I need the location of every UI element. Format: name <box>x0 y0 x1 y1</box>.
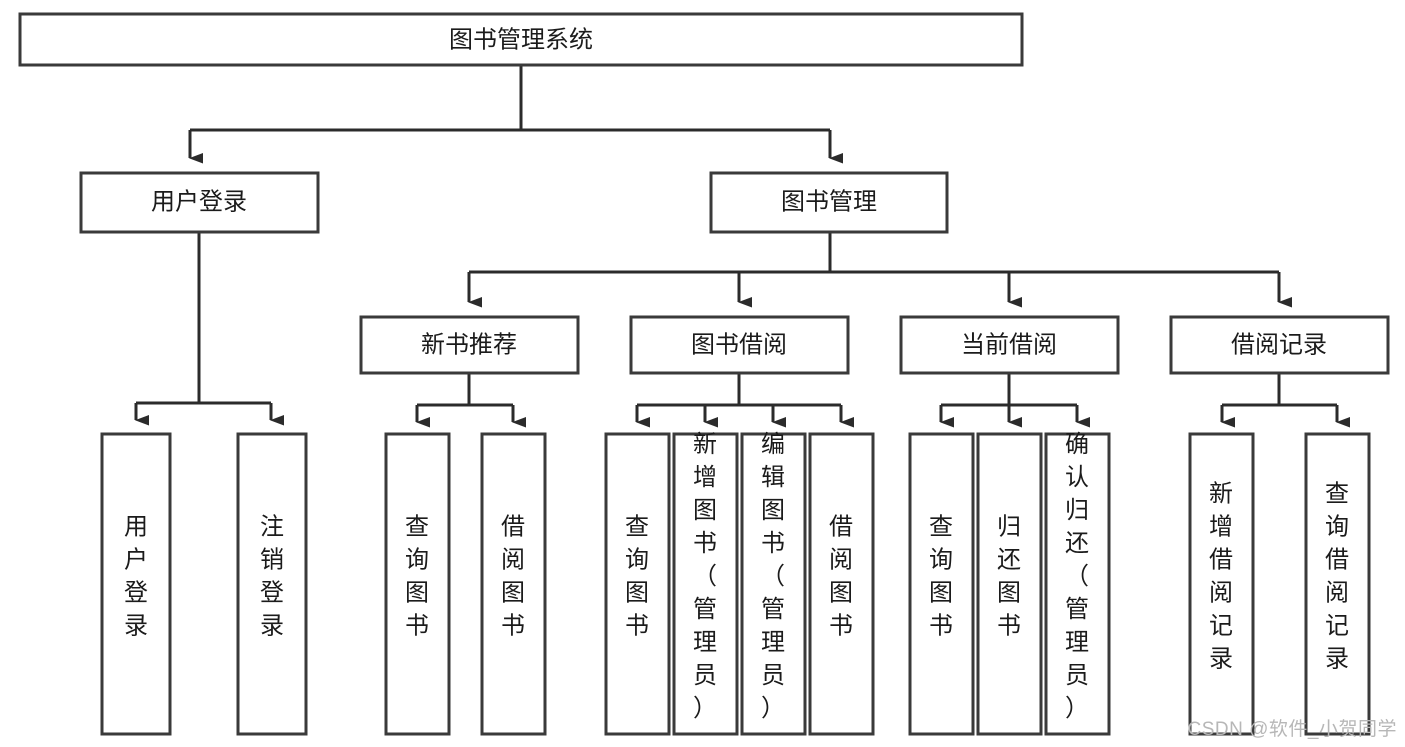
connectors-book-borrow-to-leaves <box>635 373 854 428</box>
node-user-login-box[interactable] <box>79 171 320 234</box>
node-leaf-borrow-book-1-box[interactable] <box>480 432 547 736</box>
node-leaf-query-book-1-label: 查询图书 <box>405 514 429 640</box>
node-leaf-add-book-box[interactable] <box>672 432 739 736</box>
node-leaf-borrow-book-2[interactable]: 借阅图书 <box>808 432 875 736</box>
node-new-book-recommend-label: 新书推荐 <box>421 331 517 358</box>
node-root-label: 图书管理系统 <box>449 26 593 53</box>
node-leaf-add-book[interactable]: 新增图书（管理员） <box>672 431 739 736</box>
node-leaf-add-book-label: 新增图书（管理员） <box>693 431 717 722</box>
node-book-borrow[interactable]: 图书借阅 <box>629 315 850 375</box>
connectors-current-borrow-to-leaves <box>939 373 1090 428</box>
node-root[interactable]: 图书管理系统 <box>18 12 1024 67</box>
node-leaf-query-record-label: 查询借阅记录 <box>1325 481 1349 673</box>
node-root-box[interactable] <box>18 12 1024 67</box>
node-leaf-user-login-label: 用户登录 <box>124 514 148 640</box>
node-leaf-query-book-3-label: 查询图书 <box>929 514 953 640</box>
node-user-login[interactable]: 用户登录 <box>79 171 320 234</box>
node-leaf-edit-book[interactable]: 编辑图书（管理员） <box>740 431 807 736</box>
node-leaf-query-book-1[interactable]: 查询图书 <box>384 432 451 736</box>
node-leaf-add-record[interactable]: 新增借阅记录 <box>1188 432 1255 736</box>
node-leaf-borrow-book-2-label: 借阅图书 <box>829 514 853 640</box>
node-leaf-query-book-3[interactable]: 查询图书 <box>908 432 975 736</box>
node-book-borrow-label: 图书借阅 <box>691 331 787 358</box>
connectors-borrow-record-to-leaves <box>1220 373 1350 428</box>
csdn-watermark: CSDN @软件_小贺同学 <box>1187 719 1397 740</box>
node-leaf-borrow-book-2-box[interactable] <box>808 432 875 736</box>
node-borrow-record-box[interactable] <box>1169 315 1390 375</box>
node-new-book-recommend-box[interactable] <box>359 315 580 375</box>
node-book-management[interactable]: 图书管理 <box>709 171 949 234</box>
node-current-borrow-box[interactable] <box>899 315 1120 375</box>
node-leaf-logout-label: 注销登录 <box>260 514 284 640</box>
node-borrow-record-label: 借阅记录 <box>1231 331 1327 358</box>
node-leaf-query-record-box[interactable] <box>1304 432 1371 736</box>
node-leaf-user-login[interactable]: 用户登录 <box>100 432 172 736</box>
node-current-borrow-label: 当前借阅 <box>961 331 1057 358</box>
node-current-borrow[interactable]: 当前借阅 <box>899 315 1120 375</box>
node-leaf-confirm-return-label: 确认归还（管理员） <box>1065 431 1089 722</box>
node-borrow-record[interactable]: 借阅记录 <box>1169 315 1390 375</box>
node-book-management-box[interactable] <box>709 171 949 234</box>
connectors-root-to-level2 <box>188 65 843 164</box>
node-leaf-confirm-return-box[interactable] <box>1044 432 1111 736</box>
node-leaf-query-record[interactable]: 查询借阅记录 <box>1304 432 1371 736</box>
node-leaf-user-login-box[interactable] <box>100 432 172 736</box>
node-user-login-label: 用户登录 <box>151 188 247 215</box>
node-leaf-query-book-3-box[interactable] <box>908 432 975 736</box>
node-book-borrow-box[interactable] <box>629 315 850 375</box>
node-leaf-edit-book-box[interactable] <box>740 432 807 736</box>
node-leaf-add-record-box[interactable] <box>1188 432 1255 736</box>
node-leaf-query-book-2[interactable]: 查询图书 <box>604 432 671 736</box>
node-leaf-logout[interactable]: 注销登录 <box>236 432 308 736</box>
node-new-book-recommend[interactable]: 新书推荐 <box>359 315 580 375</box>
node-leaf-return-book[interactable]: 归还图书 <box>976 432 1043 736</box>
node-leaf-return-book-label: 归还图书 <box>997 514 1021 640</box>
node-leaf-query-book-1-box[interactable] <box>384 432 451 736</box>
node-book-management-label: 图书管理 <box>781 188 877 215</box>
node-leaf-return-book-box[interactable] <box>976 432 1043 736</box>
node-leaf-query-book-2-box[interactable] <box>604 432 671 736</box>
node-leaf-add-record-label: 新增借阅记录 <box>1209 481 1233 673</box>
node-leaf-query-book-2-label: 查询图书 <box>625 514 649 640</box>
connectors-book-management-to-level3 <box>467 232 1292 308</box>
node-leaf-borrow-book-1-label: 借阅图书 <box>501 514 525 640</box>
connectors-user-login-to-leaves <box>134 232 284 426</box>
node-leaf-confirm-return[interactable]: 确认归还（管理员） <box>1044 431 1111 736</box>
node-leaf-borrow-book-1[interactable]: 借阅图书 <box>480 432 547 736</box>
node-leaf-edit-book-label: 编辑图书（管理员） <box>761 431 785 722</box>
node-leaf-logout-box[interactable] <box>236 432 308 736</box>
connectors-new-book-recommend-to-leaves <box>415 373 526 428</box>
